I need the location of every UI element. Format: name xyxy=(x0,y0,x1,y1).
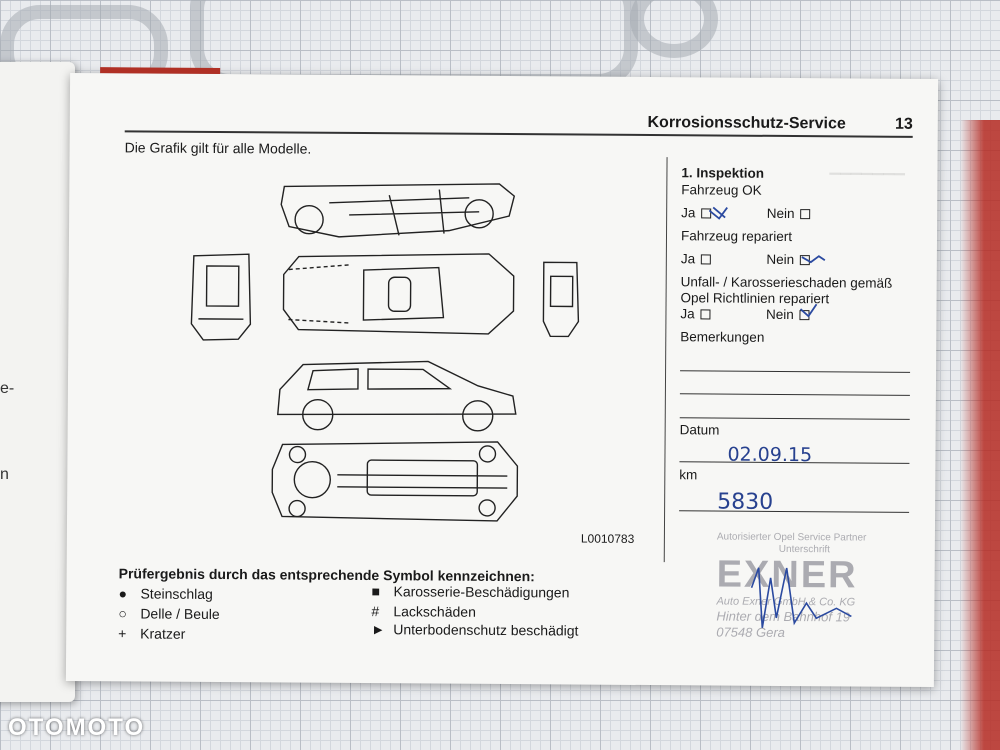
symbol-label: Unterbodenschutz beschädigt xyxy=(393,621,579,639)
body-damage-symbol: ■ xyxy=(371,583,381,600)
left-book-page: e- n xyxy=(0,62,75,702)
remarks-line xyxy=(679,417,910,420)
figure-label: L0010783 xyxy=(580,531,635,546)
yes-label: Ja xyxy=(680,306,695,322)
remarks-line xyxy=(679,393,910,396)
symbol-label: Karosserie-Beschädigungen xyxy=(393,583,570,601)
column-divider xyxy=(663,157,668,563)
check-mark-no xyxy=(799,303,818,318)
left-page-fragment: e- xyxy=(0,380,15,397)
symbol-label: Steinschlag xyxy=(140,585,213,602)
show-through-text: ▁▁▁▁▁▁▁ xyxy=(829,158,905,175)
date-label: Datum xyxy=(679,422,720,438)
yes-label: Ja xyxy=(680,251,696,267)
car-underbody-view xyxy=(271,441,519,522)
background-logo-shape xyxy=(630,0,718,58)
symbol-legend-item: ● Steinschlag xyxy=(118,585,213,602)
stone-chip-symbol: ● xyxy=(118,585,128,602)
remarks-line xyxy=(680,370,911,373)
km-line xyxy=(679,510,910,513)
car-side-view xyxy=(276,360,517,432)
handwritten-signature xyxy=(750,567,852,628)
symbol-legend-item: # Lackschäden xyxy=(371,603,476,620)
page-number: 13 xyxy=(894,115,913,133)
scratch-symbol: + xyxy=(118,625,127,642)
symbol-label: Lackschäden xyxy=(393,603,476,620)
paint-damage-symbol: # xyxy=(371,603,380,620)
symbol-legend-item: ■ Karosserie-Beschädigungen xyxy=(371,583,569,600)
left-page-fragment: n xyxy=(0,466,9,483)
form-heading: 1. Inspektion xyxy=(681,165,765,181)
manual-page: Korrosionsschutz-Service 13 Die Grafik g… xyxy=(65,67,939,688)
check-mark-no xyxy=(801,255,826,264)
stamp-line1: Autorisierter Opel Service Partner xyxy=(716,531,867,544)
km-label: km xyxy=(679,467,698,483)
dent-symbol: ○ xyxy=(118,605,127,622)
page-title: Korrosionsschutz-Service xyxy=(647,114,846,133)
car-side-view-top xyxy=(280,183,516,238)
vehicle-ok-label: Fahrzeug OK xyxy=(681,182,762,198)
remarks-label: Bemerkungen xyxy=(680,329,765,345)
handwritten-checkmarks xyxy=(708,206,826,318)
car-rear-view xyxy=(542,261,580,338)
results-title: Prüfergebnis durch das entsprechende Sym… xyxy=(118,565,535,585)
car-front-view xyxy=(190,253,252,341)
red-cover-edge xyxy=(960,120,1000,750)
symbol-legend-item: ○ Delle / Beule xyxy=(118,605,219,622)
symbol-legend-item: ► Unterbodenschutz beschädigt xyxy=(371,621,578,638)
handwritten-date: 02.09.15 xyxy=(727,443,813,467)
symbol-label: Delle / Beule xyxy=(140,605,220,623)
red-bookmark xyxy=(100,67,221,75)
handwritten-km: 5830 xyxy=(717,489,774,515)
vehicle-damage-diagram xyxy=(190,183,580,522)
check-mark-yes xyxy=(708,206,728,220)
underbody-damage-symbol: ► xyxy=(371,621,386,638)
intro-text: Die Grafik gilt für alle Modelle. xyxy=(124,139,312,157)
car-top-view xyxy=(282,253,515,335)
symbol-legend-item: + Kratzer xyxy=(118,625,185,641)
symbol-label: Kratzer xyxy=(140,625,186,642)
yes-label: Ja xyxy=(681,205,696,221)
watermark-logo: OTOMOTO xyxy=(8,714,146,741)
